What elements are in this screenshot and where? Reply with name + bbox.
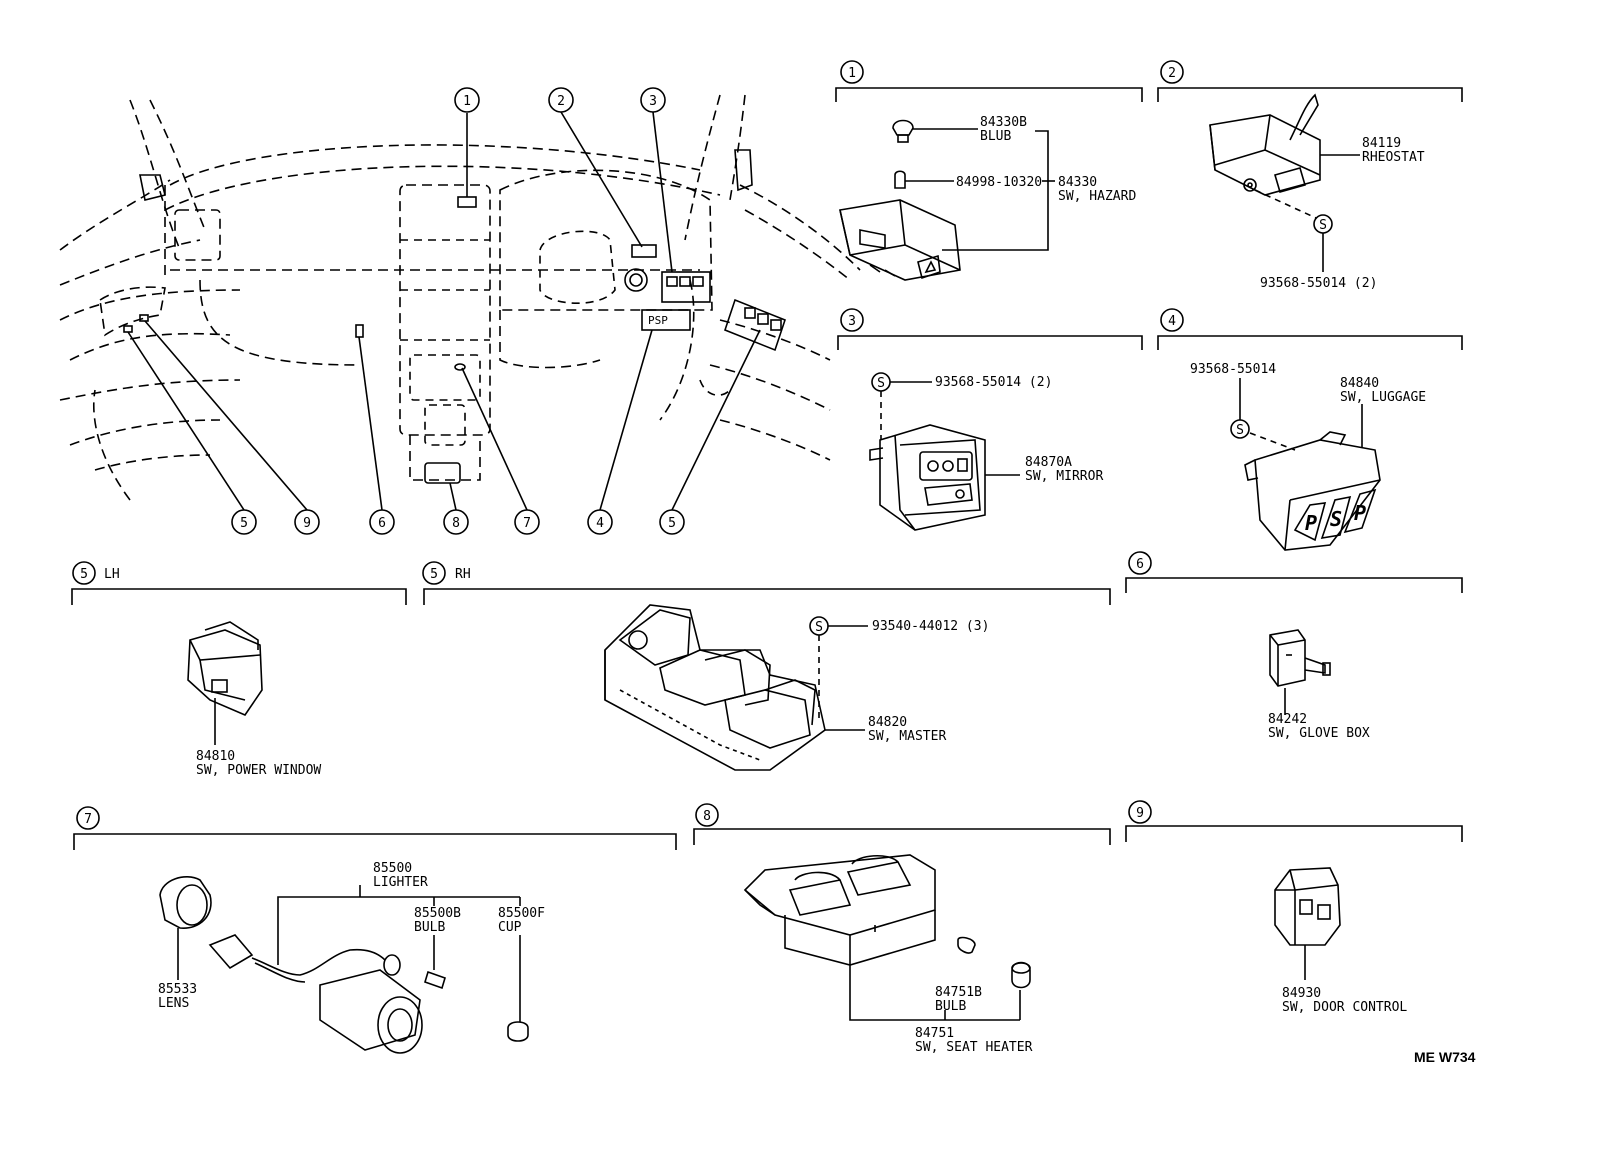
section-4-number: 4: [1168, 314, 1176, 329]
part-85500-name: LIGHTER: [373, 875, 428, 890]
diagram-code: ME W734: [1414, 1049, 1476, 1065]
part-84751-code: 84751: [915, 1026, 954, 1041]
part-84820-name: SW, MASTER: [868, 729, 946, 744]
part-84330B-code: 84330B: [980, 115, 1027, 130]
section-7-number: 7: [84, 812, 92, 827]
screw-marker-s3: S: [877, 376, 885, 391]
section-8-seat-heater: 8 84751B BULB 84751 SW, SEAT HEATER: [693, 803, 1111, 1055]
screw-marker-s4: S: [1236, 423, 1244, 438]
part-84330-name: SW, HAZARD: [1058, 189, 1136, 204]
overview-callout-7: 7: [523, 516, 531, 531]
part-85500-code: 85500: [373, 861, 412, 876]
overview-callout-5-left: 5: [240, 516, 248, 531]
part-85500B-code: 85500B: [414, 906, 461, 921]
part-93568-s2-code: 93568-55014 (2): [1260, 276, 1377, 291]
section-8-number: 8: [703, 809, 711, 824]
section-5lh-number: 5: [80, 567, 88, 582]
section-6-glove-box: 6 84242 SW, GLOVE BOX: [1125, 551, 1463, 741]
part-84810-code: 84810: [196, 749, 235, 764]
section-6-number: 6: [1136, 557, 1144, 572]
part-85500B-name: BULB: [414, 920, 445, 935]
section-3-number: 3: [848, 314, 856, 329]
part-84330B-name: BLUB: [980, 129, 1011, 144]
luggage-glyph-p2: P: [1354, 501, 1366, 525]
part-85500F-name: CUP: [498, 920, 522, 935]
luggage-glyph-s: S: [1330, 507, 1342, 531]
part-84751B-name: BULB: [935, 999, 966, 1014]
overview-callout-4: 4: [596, 516, 604, 531]
part-84840-name: SW, LUGGAGE: [1340, 390, 1426, 405]
overview-callout-6: 6: [378, 516, 386, 531]
part-85533-code: 85533: [158, 982, 197, 997]
section-2-rheostat: 2 84119 RHEOSTAT S 93568-55014 (2): [1157, 60, 1463, 291]
part-85533-name: LENS: [158, 996, 189, 1011]
part-84119-name: RHEOSTAT: [1362, 150, 1425, 165]
part-84820-code: 84820: [868, 715, 907, 730]
part-93568-s3-code: 93568-55014 (2): [935, 375, 1052, 390]
part-84810-name: SW, POWER WINDOW: [196, 763, 321, 778]
part-84930-name: SW, DOOR CONTROL: [1282, 1000, 1407, 1015]
part-84242-code: 84242: [1268, 712, 1307, 727]
part-84870A-name: SW, MIRROR: [1025, 469, 1103, 484]
section-5lh-side: LH: [104, 567, 120, 582]
overview-callout-1: 1: [463, 94, 471, 109]
section-5rh-side: RH: [455, 567, 471, 582]
section-5-rh-master: 5 RH 84820 SW, MASTER S 93540-44012 (3): [422, 561, 1111, 771]
screw-marker-s2: S: [1319, 218, 1327, 233]
section-7-lighter: 7 85533 LENS 85500 LIGHTER 85500B BULB 8…: [73, 806, 677, 1054]
section-9-number: 9: [1136, 806, 1144, 821]
part-84751-name: SW, SEAT HEATER: [915, 1040, 1033, 1055]
luggage-switch-glyph: PSP: [648, 314, 668, 327]
section-9-door-control: 9 84930 SW, DOOR CONTROL: [1125, 800, 1463, 1015]
part-84930-code: 84930: [1282, 986, 1321, 1001]
section-2-number: 2: [1168, 66, 1176, 81]
section-5-lh-power-window: 5 LH 84810 SW, POWER WINDOW: [71, 561, 407, 778]
overview-callout-5-right: 5: [668, 516, 676, 531]
part-84330-code: 84330: [1058, 175, 1097, 190]
section-1-hazard: 1 84330B BLUB 84998-10320 84330 SW, HAZA…: [835, 60, 1143, 281]
overview-callout-9: 9: [303, 516, 311, 531]
dashboard-overview: PSP: [59, 94, 861, 511]
part-93540-code: 93540-44012 (3): [872, 619, 989, 634]
part-84998-code: 84998-10320: [956, 175, 1042, 190]
part-85500F-code: 85500F: [498, 906, 545, 921]
luggage-glyph-p1: P: [1305, 511, 1317, 535]
screw-marker-s5rh: S: [815, 620, 823, 635]
part-84870A-code: 84870A: [1025, 455, 1072, 470]
section-4-luggage: 4 93568-55014 S 84840 SW, LUGGAGE P S P: [1157, 308, 1463, 551]
part-84751B-code: 84751B: [935, 985, 982, 1000]
section-3-mirror: 3 S 93568-55014 (2) 84870A SW, MIRROR: [837, 308, 1143, 531]
overview-callout-8: 8: [452, 516, 460, 531]
overview-callouts: 1 2 3 5 9 6 8 7 4 5: [231, 87, 685, 535]
overview-callout-3: 3: [649, 94, 657, 109]
section-5rh-number: 5: [430, 567, 438, 582]
part-93568-s4-code: 93568-55014: [1190, 362, 1276, 377]
overview-callout-2: 2: [557, 94, 565, 109]
part-84840-code: 84840: [1340, 376, 1379, 391]
part-84119-code: 84119: [1362, 136, 1401, 151]
part-84242-name: SW, GLOVE BOX: [1268, 726, 1370, 741]
section-1-number: 1: [848, 66, 856, 81]
